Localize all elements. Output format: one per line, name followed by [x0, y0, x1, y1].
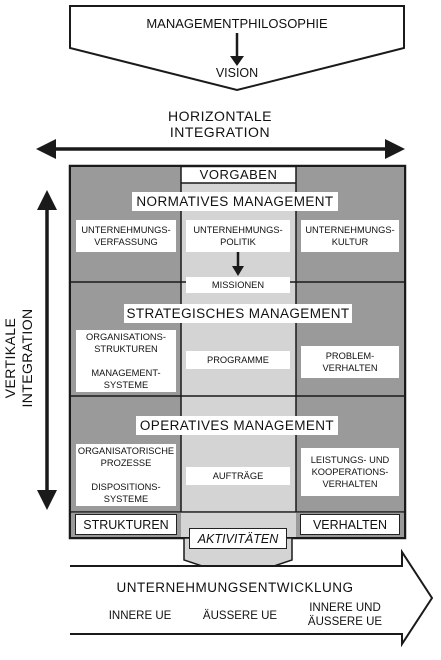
vertical-integration-label: VERTIKALE INTEGRATION: [2, 278, 38, 438]
normative-right-label: UNTERNEHMUNGS- KULTUR: [301, 220, 399, 252]
development-both: INNERE UND ÄUSSERE UE: [307, 602, 383, 628]
aktivitaeten-box: AKTIVITÄTEN: [189, 528, 287, 549]
operative-center-label: AUFTRÄGE: [186, 467, 290, 485]
operative-management-title: OPERATIVES MANAGEMENT: [136, 416, 338, 435]
development-outer: ÄUSSERE UE: [202, 610, 278, 622]
operative-left-label: ORGANISATORISCHE PROZESSE DISPOSITIONS- …: [76, 444, 176, 506]
strukturen-box: STRUKTUREN: [75, 514, 177, 535]
horizontal-integration-line1: HORIZONTALE: [167, 108, 273, 124]
horizontal-integration-arrow: [36, 139, 405, 159]
missionen-label: MISSIONEN: [186, 277, 290, 293]
strategic-management-title: STRATEGISCHES MANAGEMENT: [124, 304, 352, 323]
strategic-left-label: ORGANISATIONS- STRUKTUREN MANAGEMENT- SY…: [76, 330, 176, 392]
vertical-integration-line2: INTEGRATION: [19, 308, 35, 408]
vorgaben-label: VORGABEN: [199, 167, 278, 182]
vision-label: VISION: [215, 66, 259, 80]
development-arrow-shape: [70, 548, 434, 648]
vertical-integration-arrow: [37, 190, 57, 510]
development-inner: INNERE UE: [108, 610, 172, 622]
operative-right-label: LEISTUNGS- UND KOOPERATIONS- VERHALTEN: [301, 448, 399, 496]
horizontal-integration-line2: INTEGRATION: [169, 124, 271, 140]
development-title: UNTERNEHMUNGSENTWICKLUNG: [116, 580, 354, 595]
strategic-right-label: PROBLEM- VERHALTEN: [301, 346, 399, 378]
philosophy-title: MANAGEMENTPHILOSOPHIE: [146, 16, 328, 31]
verhalten-box: VERHALTEN: [300, 514, 400, 535]
normative-left-label: UNTERNEHMUNGS- VERFASSUNG: [76, 220, 176, 252]
normative-management-title: NORMATIVES MANAGEMENT: [132, 192, 338, 211]
strategic-center-label: PROGRAMME: [186, 351, 290, 369]
vertical-integration-line1: VERTIKALE: [2, 317, 18, 399]
normative-center-label: UNTERNEHMUNGS- POLITIK: [186, 220, 290, 252]
